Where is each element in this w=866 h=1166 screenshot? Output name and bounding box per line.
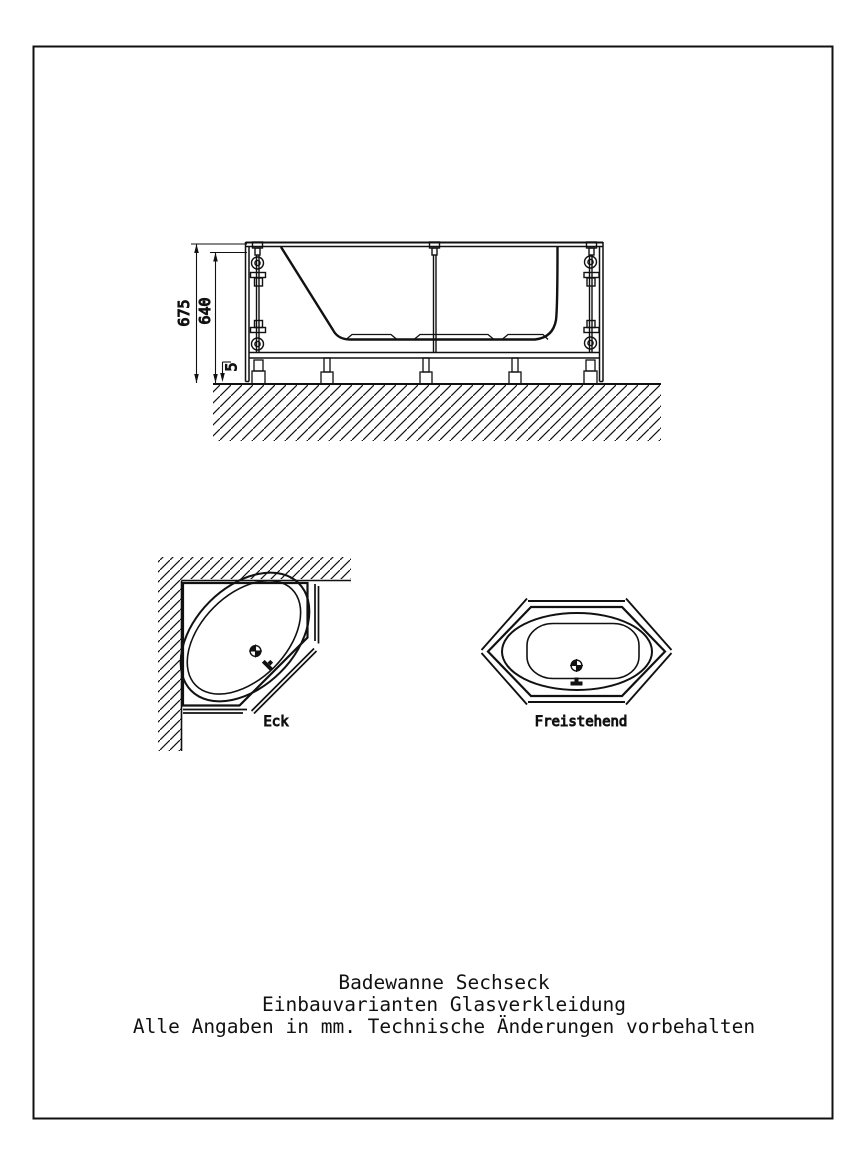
adjuster-knob-icon <box>583 255 598 269</box>
glass-panel-right <box>598 242 604 383</box>
adjuster-knob-icon <box>250 256 265 270</box>
drain-icon <box>570 659 583 672</box>
title-block: Badewanne Sechseck Einbauvarianten Glasv… <box>133 971 755 1038</box>
arrow-down-icon <box>213 374 218 383</box>
basin-floor <box>526 622 640 680</box>
support-feet <box>251 357 598 385</box>
mounting-hardware-left <box>249 241 267 352</box>
basin-oval <box>179 571 311 703</box>
title-line-1: Badewanne Sechseck <box>338 971 550 994</box>
overflow-marker-icon <box>570 677 583 686</box>
freestanding-plan: Freistehend <box>480 597 673 731</box>
adjuster-knob-icon <box>250 337 265 351</box>
title-line-2: Einbauvarianten Glasverkleidung <box>262 993 626 1016</box>
basin-profile <box>279 246 559 341</box>
basin-oval <box>501 612 653 691</box>
arrow-up-icon <box>194 244 199 253</box>
page-border <box>32 45 834 1120</box>
overflow-marker-icon <box>261 659 274 672</box>
dimension-5: 5 <box>220 361 241 382</box>
dim-text-675: 675 <box>175 299 193 326</box>
arrow-down-icon <box>194 374 199 383</box>
freestanding-plan-label: Freistehend <box>535 714 628 730</box>
drain-icon <box>249 644 262 658</box>
arrow-down-icon <box>220 373 225 382</box>
elevation-view: 675 640 5 <box>174 241 661 441</box>
dimension-640: 640 <box>195 251 247 383</box>
bottom-pad <box>345 333 398 340</box>
dim-text-5: 5 <box>223 362 241 371</box>
dim-text-640: 640 <box>196 297 214 324</box>
glass-cladding <box>480 597 673 706</box>
tub-outline <box>181 581 309 707</box>
centre-support-rod <box>428 241 441 352</box>
bottom-pad <box>413 333 495 340</box>
adjuster-knob-icon <box>583 336 598 350</box>
bottom-pad <box>501 333 549 340</box>
arrow-up-icon <box>213 252 218 262</box>
glass-cladding <box>183 584 320 715</box>
wall-hatch <box>158 557 351 751</box>
glass-panel-left <box>244 242 250 383</box>
title-line-3: Alle Angaben in mm. Technische Änderunge… <box>133 1015 755 1038</box>
tub-outline <box>486 605 667 698</box>
corner-plan: Eck <box>158 557 351 751</box>
corner-plan-label: Eck <box>263 714 289 730</box>
mounting-hardware-right <box>583 241 600 352</box>
dimension-675: 675 <box>174 243 247 383</box>
bathtub-section <box>244 241 604 385</box>
ground-hatch <box>213 383 661 441</box>
